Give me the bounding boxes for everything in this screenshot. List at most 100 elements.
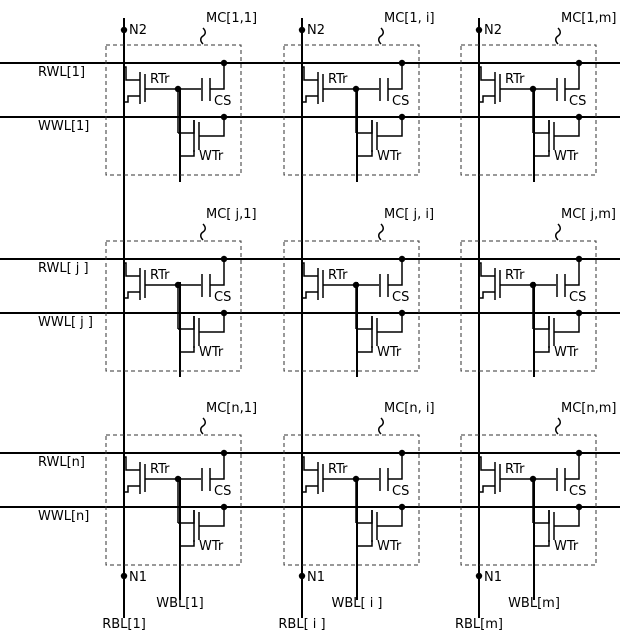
rtr-source [479,67,495,80]
wtr-source [180,540,194,546]
rtr-source [124,263,140,276]
rwl-label: RWL[ j ] [38,261,89,276]
label-leader [201,224,206,240]
wtr-source [535,346,549,352]
cell-label: MC[ j,1] [206,207,257,222]
wtr-drain [356,316,372,329]
wtr-gate-lead [377,117,402,136]
rwl-node-dot [576,450,582,456]
rwl-node-dot [221,256,227,262]
rbl-label: RBL[m] [455,617,503,632]
wwl-label: WWL[ j ] [38,315,93,330]
cs-label: CS [214,484,231,499]
wtr-gate-lead [377,313,402,332]
node-n2-dot [476,27,482,33]
wwl-node-dot [221,504,227,510]
node-n1-dot [299,573,305,579]
rtr-drain [302,486,318,492]
rtr-source [479,457,495,470]
cs-label: CS [392,290,409,305]
memory-cell: MC[n,1]RTrCSWTr [106,401,257,565]
rtr-drain [124,486,140,492]
wtr-label: WTr [554,149,579,164]
cell-label: MC[1,1] [206,11,257,26]
cell-label: MC[ j, i] [384,207,434,222]
wtr-label: WTr [554,345,579,360]
wtr-gate-lead [554,507,579,526]
wwl-label: WWL[n] [38,509,89,524]
cell-label: MC[n,m] [561,401,616,416]
rwl-label: RWL[n] [38,455,85,470]
cs-lead-right [210,453,224,479]
rtr-drain [479,486,495,492]
memory-cell: MC[n,m]RTrCSWTr [461,401,616,565]
node-n2-dot [299,27,305,33]
rwl-node-dot [221,450,227,456]
node-n2-label: N2 [307,23,325,38]
node-n2-label: N2 [484,23,502,38]
rwl-node-dot [221,60,227,66]
node-n1-dot [476,573,482,579]
wtr-source [535,540,549,546]
rtr-label: RTr [150,462,170,477]
node-n2-label: N2 [129,23,147,38]
rtr-drain [124,96,140,102]
rtr-label: RTr [505,268,525,283]
rwl-node-dot [399,256,405,262]
rtr-label: RTr [150,268,170,283]
label-leader [556,418,561,434]
rbl-label: RBL[1] [102,617,146,632]
cs-lead-right [210,259,224,285]
cs-label: CS [214,290,231,305]
rtr-drain [302,96,318,102]
label-leader [379,28,384,44]
wtr-label: WTr [554,539,579,554]
wtr-label: WTr [199,345,224,360]
memory-cell: MC[ j,m]RTrCSWTr [461,207,616,371]
wwl-node-dot [576,504,582,510]
wtr-label: WTr [377,539,402,554]
wtr-gate-lead [199,313,224,332]
wtr-drain [356,510,372,523]
wwl-node-dot [221,310,227,316]
cs-lead-right [388,63,402,89]
label-leader [379,224,384,240]
wwl-label: WWL[1] [38,119,89,134]
rtr-source [124,67,140,80]
wbl-label: WBL[ i ] [331,596,382,611]
rtr-source [302,263,318,276]
wwl-node-dot [399,114,405,120]
cs-lead-right [388,453,402,479]
rwl-node-dot [576,256,582,262]
wtr-label: WTr [199,539,224,554]
rtr-drain [124,292,140,298]
rtr-drain [302,292,318,298]
wtr-label: WTr [377,149,402,164]
wtr-drain [356,120,372,133]
node-n1-label: N1 [129,570,147,585]
cell-label: MC[n, i] [384,401,435,416]
wbl-label: WBL[1] [156,596,203,611]
wtr-drain [533,316,549,329]
wtr-source [358,150,372,156]
rtr-source [302,67,318,80]
wtr-drain [533,120,549,133]
node-n1-dot [121,573,127,579]
cell-label: MC[1,m] [561,11,617,26]
wwl-node-dot [576,310,582,316]
wtr-source [535,150,549,156]
wtr-gate-lead [554,313,579,332]
wtr-source [180,346,194,352]
wtr-gate-lead [199,117,224,136]
memory-cell: MC[ j, i]RTrCSWTr [284,207,434,371]
cs-label: CS [214,94,231,109]
rtr-source [302,457,318,470]
label-leader [556,28,561,44]
wwl-node-dot [399,504,405,510]
cs-lead-right [210,63,224,89]
wtr-gate-lead [554,117,579,136]
rtr-label: RTr [328,268,348,283]
wbl-label: WBL[m] [508,596,560,611]
wwl-node-dot [576,114,582,120]
